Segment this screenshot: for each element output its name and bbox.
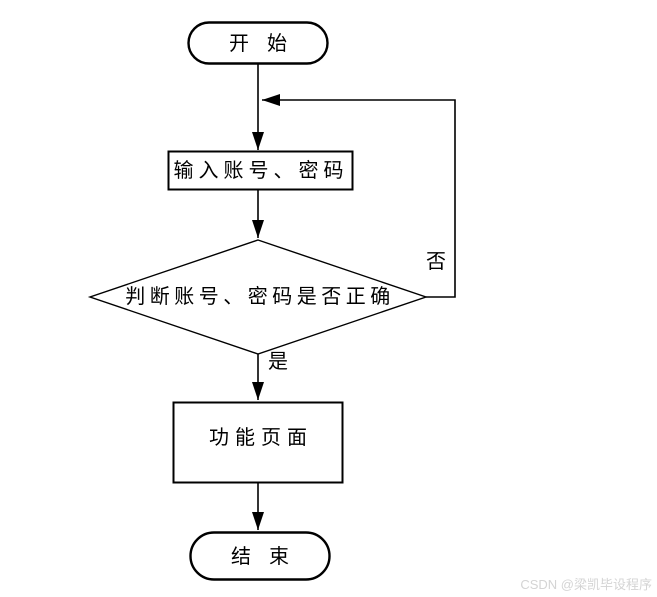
csdn-watermark: CSDN @梁凯毕设程序 — [520, 577, 652, 592]
yes-edge-label: 是 — [268, 351, 288, 373]
edge-no-loop — [262, 94, 456, 298]
function-page-node — [172, 401, 344, 484]
decision-node — [87, 239, 429, 355]
input-node — [167, 150, 354, 191]
end-node-label: 结束 — [231, 545, 307, 568]
input-node-label: 输入账号、密码 — [174, 159, 349, 182]
start-node — [187, 21, 329, 65]
start-node-label: 开始 — [229, 32, 305, 55]
end-node — [189, 531, 331, 581]
no-edge-label: 否 — [426, 251, 446, 273]
function-page-node-label: 功能页面 — [209, 426, 313, 449]
decision-node-label: 判断账号、密码是否正确 — [125, 285, 395, 308]
